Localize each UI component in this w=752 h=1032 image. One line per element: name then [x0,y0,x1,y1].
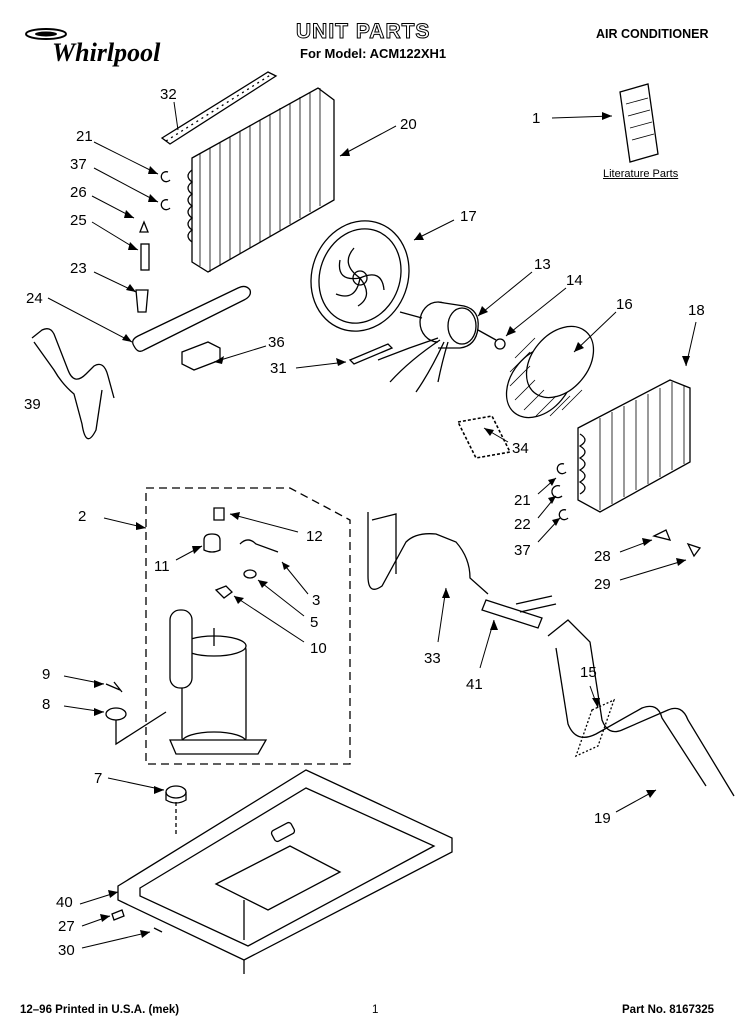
part-19-tube [547,619,735,797]
product-category: AIR CONDITIONER [596,27,709,41]
part-7-grommet [165,785,187,836]
callout-24: 24 [26,290,43,307]
part-29-clip [686,542,702,558]
callout-27: 27 [58,918,75,935]
part-3-terminal [239,539,279,553]
callout-7: 7 [94,770,103,787]
callout-1: 1 [532,110,541,127]
part-34-pad [456,415,512,459]
part-28-clip [652,529,672,541]
part-21-clip-right [556,463,567,475]
callout-30: 30 [58,942,75,959]
part-36-block [181,341,221,371]
callout-21: 21 [76,128,93,145]
callout-14: 14 [566,272,583,289]
part-5-grommet [243,569,257,579]
callout-37-right: 37 [514,542,531,559]
part-8-washer [105,707,127,721]
part-40-base-pan [117,769,453,974]
callout-32: 32 [160,86,177,103]
callout-20: 20 [400,116,417,133]
part-24-heater [132,285,252,352]
footer-page-number: 1 [372,1004,379,1016]
callout-13: 13 [534,256,551,273]
part-33-bulb [371,513,397,574]
callout-16: 16 [616,296,633,313]
part-9-screw [105,681,123,693]
callout-25: 25 [70,212,87,229]
part-27-screw [111,909,125,921]
part-20-condenser-coil [187,87,335,273]
callout-23: 23 [70,260,87,277]
leader-arrowheads [94,112,690,938]
part-17-fan [310,220,410,332]
part-33-thermostat [367,512,489,595]
part-18-evaporator-coil [577,379,691,513]
part-37-clip [160,199,171,211]
part-16-blower-wheel [505,325,595,419]
callout-39: 39 [24,396,41,413]
part-37-clip-right [558,509,569,521]
model-number: For Model: ACM122XH1 [300,46,447,61]
part-22-clip [551,484,563,499]
callout-40: 40 [56,894,73,911]
callout-36: 36 [268,334,285,351]
part-41-tubes [481,595,557,629]
callout-21-right: 21 [514,492,531,509]
callout-22: 22 [514,516,531,533]
part-2-compressor-group-box [145,487,351,765]
callout-17: 17 [460,208,477,225]
part-31-bracket [348,343,394,365]
part-14-nut [494,338,506,350]
callout-33: 33 [424,650,441,667]
callout-29: 29 [594,576,611,593]
part-26-cap [139,220,149,233]
callout-11: 11 [154,558,170,575]
wire-lead [115,711,167,746]
callout-19: 19 [594,810,611,827]
callout-12: 12 [306,528,323,545]
part-23-fitting [135,289,149,313]
part-32-bracket [160,71,278,145]
part-1-literature [619,83,659,163]
callout-10: 10 [310,640,327,657]
part-21-clip [160,171,171,183]
callout-2: 2 [78,508,87,525]
literature-parts-label: Literature Parts [603,168,679,180]
callout-28: 28 [594,548,611,565]
part-2-compressor [169,609,268,755]
callout-5: 5 [310,614,319,631]
callout-37: 37 [70,156,87,173]
part-39-tube [31,328,115,440]
part-11-capacitor [203,533,221,553]
part-25-tube [140,243,150,271]
callout-3: 3 [312,592,321,609]
callout-9: 9 [42,666,51,683]
footer-part-number: Part No. 8167325 [622,1004,715,1016]
callout-34: 34 [512,440,529,457]
part-30-clip [153,927,163,933]
callout-26: 26 [70,184,87,201]
footer-print-info: 12–96 Printed in U.S.A. (mek) [20,1004,180,1016]
part-15-pad [574,698,616,758]
part-10-cover [214,585,233,599]
callout-31: 31 [270,360,287,377]
callout-8: 8 [42,696,51,713]
logo-swoosh-icon [25,28,67,40]
part-13-motor [377,301,497,393]
callout-15: 15 [580,664,597,681]
callout-41: 41 [466,676,483,693]
part-12-nut [213,507,225,521]
callout-18: 18 [688,302,705,319]
brand-name: Whirlpool [52,38,161,67]
page-title: UNIT PARTS [295,20,431,44]
